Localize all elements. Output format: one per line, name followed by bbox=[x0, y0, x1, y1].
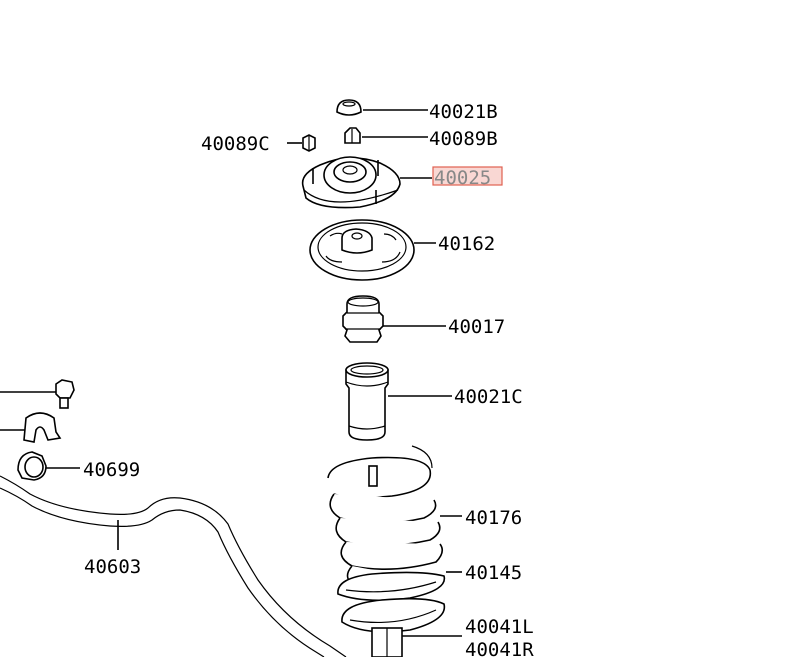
part-clamp-bracket[interactable] bbox=[0, 412, 62, 443]
part-strut-assembly-40041[interactable] bbox=[341, 597, 462, 657]
label-40176: 40176 bbox=[465, 507, 522, 529]
highlight-box-40025 bbox=[432, 166, 503, 186]
label-40017: 40017 bbox=[448, 316, 505, 338]
label-40021b: 40021B bbox=[429, 101, 498, 123]
part-bump-stopper-40017[interactable] bbox=[342, 295, 446, 343]
part-nut-40089c[interactable] bbox=[287, 134, 316, 152]
label-40162: 40162 bbox=[438, 233, 495, 255]
part-cap-40021b[interactable] bbox=[336, 99, 428, 116]
part-spring-pad-40145[interactable] bbox=[337, 571, 462, 602]
label-40603: 40603 bbox=[84, 556, 141, 578]
part-strut-mount-40025[interactable] bbox=[301, 156, 432, 209]
label-40041r: 40041R bbox=[465, 639, 534, 657]
label-40021c: 40021C bbox=[454, 386, 523, 408]
label-40089b: 40089B bbox=[429, 128, 498, 150]
part-stabilizer-bushing-40699[interactable] bbox=[17, 451, 80, 481]
part-dust-boot-40021c[interactable] bbox=[345, 362, 452, 441]
label-40145: 40145 bbox=[465, 562, 522, 584]
part-stabilizer-bar-40603[interactable] bbox=[0, 475, 347, 657]
label-40025[interactable]: 40025 bbox=[434, 167, 491, 189]
part-spring-seat-40162[interactable] bbox=[309, 219, 436, 281]
part-coil-spring-40176[interactable] bbox=[327, 445, 462, 591]
label-40089c: 40089C bbox=[201, 133, 270, 155]
label-40699: 40699 bbox=[83, 459, 140, 481]
label-40041l: 40041L bbox=[465, 616, 534, 638]
part-bolt[interactable] bbox=[0, 379, 75, 409]
part-nut-40089b[interactable] bbox=[344, 127, 428, 144]
